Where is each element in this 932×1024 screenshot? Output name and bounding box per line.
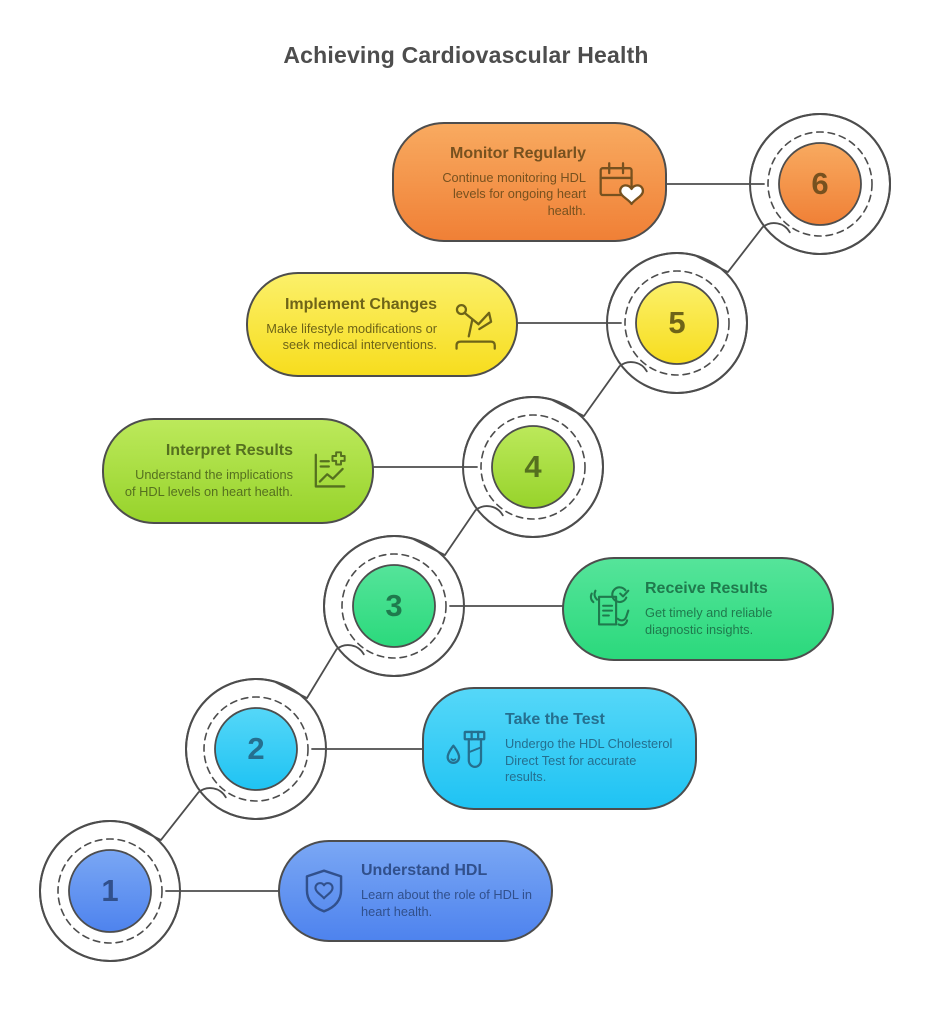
- step-title: Take the Test: [505, 711, 605, 729]
- exercise-icon: [446, 299, 498, 351]
- step-title: Monitor Regularly: [449, 144, 586, 162]
- step-description: Understand the implications of HDL level…: [124, 467, 293, 499]
- step-3-card: Receive Results Get timely and reliable …: [562, 557, 834, 661]
- step-description: Undergo the HDL Cholesterol Direct Test …: [505, 736, 673, 785]
- step-description: Make lifestyle modifications or seek med…: [266, 320, 437, 352]
- step-title: Interpret Results: [165, 442, 293, 460]
- blood-test-icon: [442, 723, 494, 775]
- step-1-card: Understand HDL Learn about the role of H…: [278, 840, 553, 942]
- step-6-card: Monitor Regularly Continue monitoring HD…: [392, 122, 667, 242]
- step-2-card: Take the Test Undergo the HDL Cholestero…: [422, 687, 697, 810]
- step-title: Understand HDL: [361, 862, 488, 880]
- step-title: Implement Changes: [284, 295, 437, 313]
- chart-cross-icon: [302, 445, 354, 497]
- step-4-card: Interpret Results Understand the implica…: [102, 418, 374, 524]
- step-5-card: Implement Changes Make lifestyle modific…: [246, 272, 518, 377]
- step-description: Learn about the role of HDL in heart hea…: [361, 887, 532, 919]
- step-description: Continue monitoring HDL levels for ongoi…: [442, 169, 586, 218]
- step-description: Get timely and reliable diagnostic insig…: [645, 605, 773, 637]
- results-document-icon: [582, 583, 634, 635]
- page-title: Achieving Cardiovascular Health: [283, 42, 649, 68]
- step-title: Receive Results: [645, 580, 768, 598]
- shield-heart-icon: [298, 865, 350, 917]
- calendar-heart-icon: [595, 156, 647, 208]
